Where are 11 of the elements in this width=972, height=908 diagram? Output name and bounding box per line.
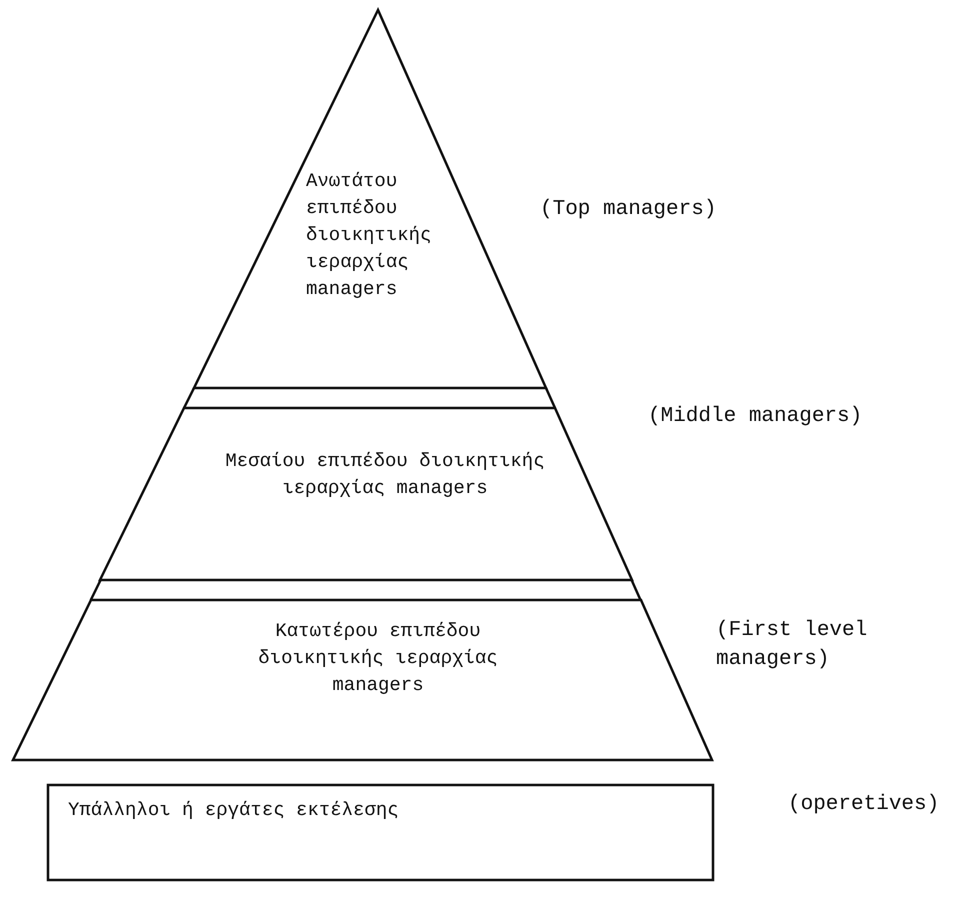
tier-caption: (Middle managers): [648, 404, 864, 430]
operatives-box: [48, 785, 713, 880]
tier-label: Υπάλληλοι ή εργάτες εκτέλεσης: [68, 798, 400, 823]
tier-label: Μεσαίου επιπέδου διοικητικής ιεραρχίας managers: [224, 449, 546, 501]
tier-caption: (Top managers): [540, 197, 718, 223]
pyramid-middle-tier: [100, 408, 632, 580]
tier-label: Ανωτάτου επιπέδου διοικητικής ιεραρχίας managers: [306, 169, 432, 302]
pyramid-bottom-tier: [13, 600, 712, 760]
tier-caption: (First level managers): [716, 618, 868, 673]
tier-caption: (operetives): [788, 792, 940, 818]
tier-label: Κατωτέρου επιπέδου διοικητικής ιεραρχίας managers: [257, 619, 499, 698]
